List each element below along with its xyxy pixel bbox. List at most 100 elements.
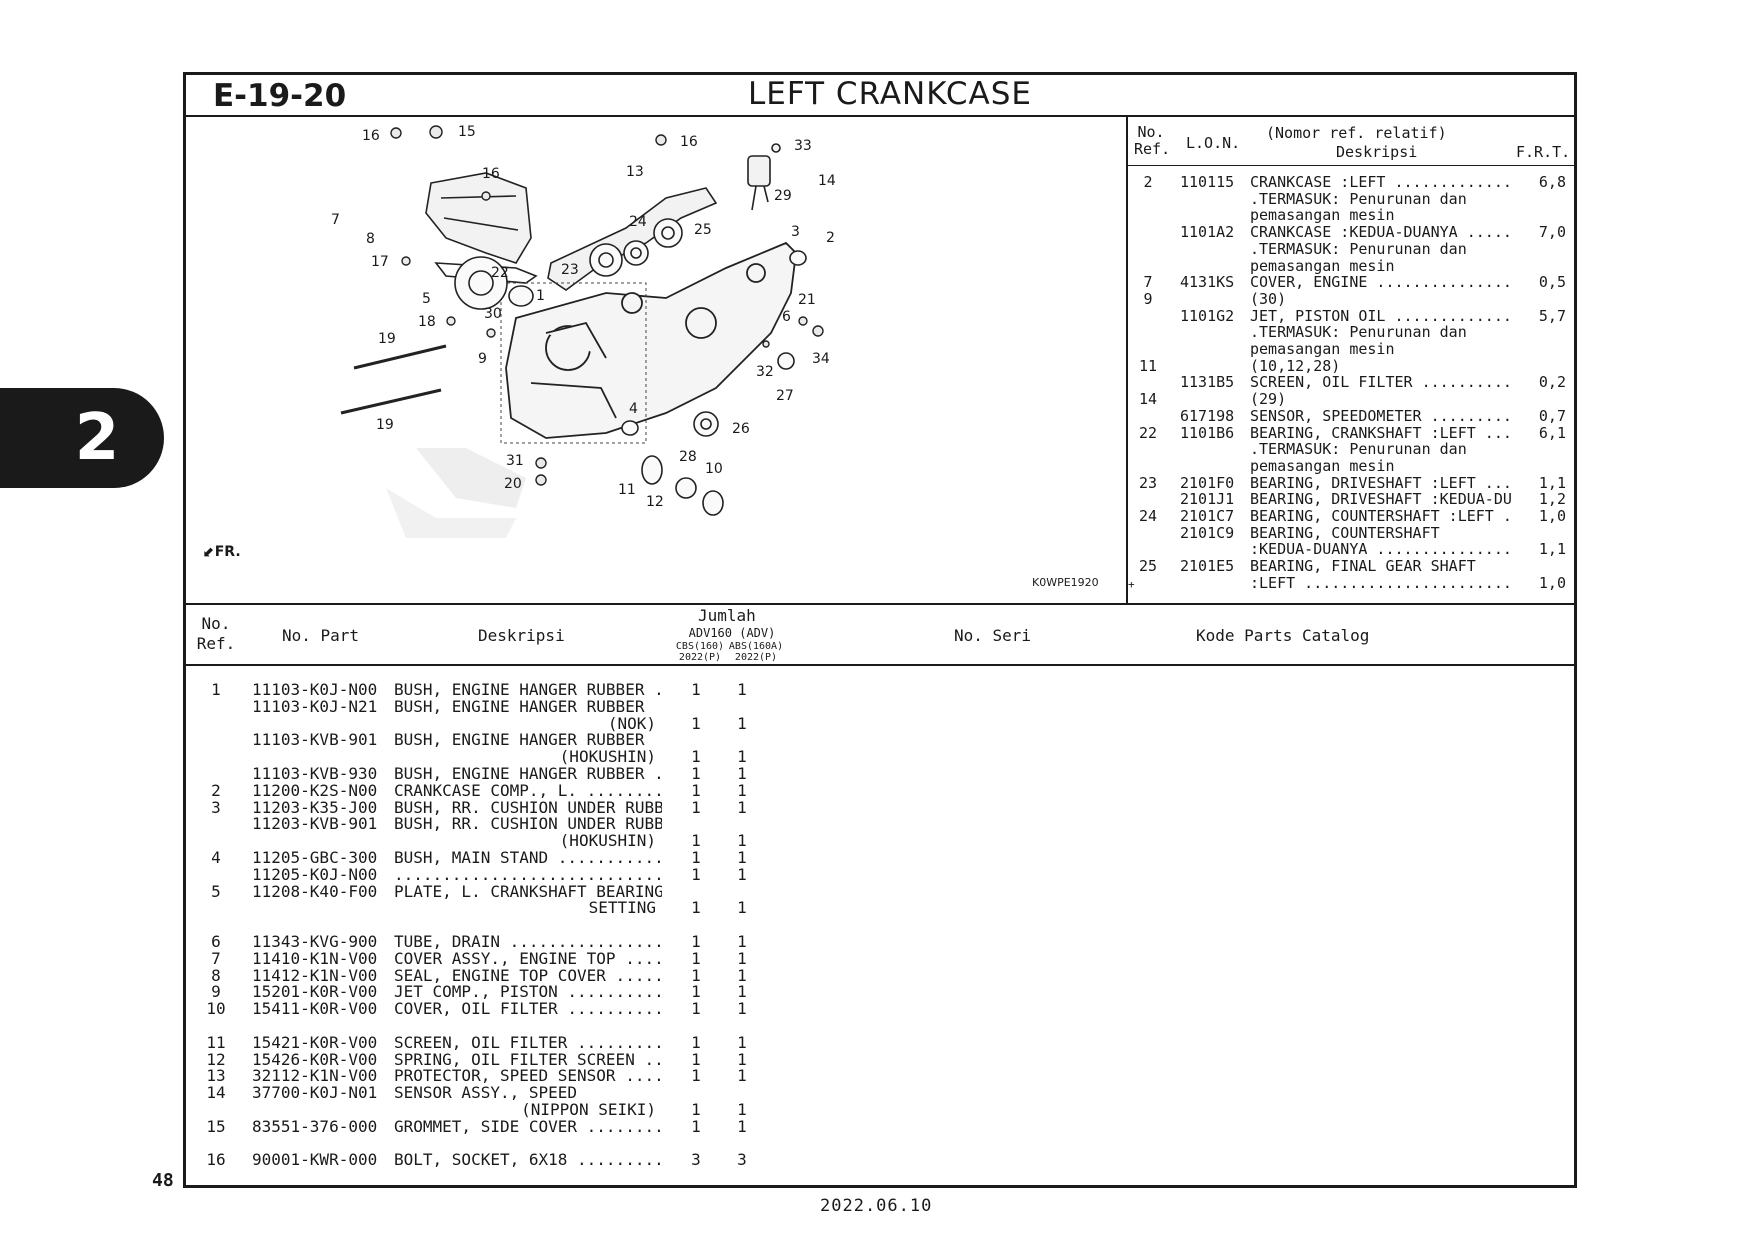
part-number: 11205-GBC-300 — [252, 848, 378, 867]
lon-desc: BEARING, DRIVESHAFT :KEDUA-DUANYA. — [1250, 491, 1512, 508]
exploded-diagram: 16 15 16 33 16 13 14 29 7 8 24 25 3 2 17… — [331, 124, 836, 538]
qty-cbs: 1 — [691, 797, 701, 817]
lon-desc: pemasangan mesin — [1250, 457, 1395, 475]
qty-abs: 1 — [737, 797, 747, 817]
stud-bolts — [340, 344, 447, 415]
part-desc: BUSH, ENGINE HANGER RUBBER .... — [394, 682, 662, 699]
parts-col-year2: 2022(P) — [734, 652, 778, 663]
svg-text:3: 3 — [791, 224, 800, 240]
qty-abs: 1 — [737, 932, 747, 951]
lon-frt: 0,2 — [1538, 373, 1566, 392]
part-desc-note: (NOK) — [607, 713, 656, 733]
part-ref: 6 — [211, 932, 221, 951]
lon-header-divider — [1127, 165, 1577, 166]
svg-text:23: 23 — [561, 262, 579, 278]
detail-box — [500, 282, 647, 444]
bearings — [454, 218, 807, 516]
qty-abs: 1 — [737, 864, 747, 884]
lon-desc: .TERMASUK: Penurunan dan — [1250, 441, 1467, 458]
qty-cbs: 1 — [691, 680, 701, 699]
svg-text:25: 25 — [694, 222, 712, 238]
lon-code: 4131KS — [1180, 273, 1235, 292]
lon-frt: 0,7 — [1538, 406, 1566, 425]
svg-text:6: 6 — [782, 309, 791, 325]
part-desc: BOLT, SOCKET, 6X18 ............ — [394, 1152, 662, 1170]
lon-code: 2101C7 — [1180, 507, 1235, 525]
lon-ref: 9 — [1143, 289, 1153, 308]
speed-sensor — [747, 143, 781, 211]
part-desc: BUSH, MAIN STAND .............. — [394, 850, 662, 867]
svg-text:16: 16 — [362, 128, 380, 144]
part-ref: 7 — [211, 948, 221, 968]
svg-text:4: 4 — [629, 401, 638, 417]
qty-abs: 1 — [737, 982, 747, 1002]
lon-code: 1101G2 — [1180, 306, 1235, 325]
part-number: 83551-376-000 — [252, 1116, 378, 1136]
part-ref: 13 — [206, 1066, 226, 1086]
svg-text:31: 31 — [506, 453, 524, 469]
lon-ref: 25 — [1138, 557, 1158, 576]
parts-col-desc: Deskripsi — [478, 626, 565, 645]
parts-col-var2: ABS(160A) — [728, 641, 784, 652]
lon-desc: .TERMASUK: Penurunan dan — [1250, 240, 1467, 258]
lon-ref-line2: Ref. — [1134, 140, 1171, 158]
svg-text:32: 32 — [756, 364, 774, 380]
parts-col-serial: No. Seri — [954, 626, 1032, 645]
qty-abs: 1 — [737, 1116, 747, 1136]
svg-text:19: 19 — [376, 417, 394, 433]
part-desc: BUSH, ENGINE HANGER RUBBER — [394, 732, 645, 750]
lon-ref: 23 — [1138, 473, 1158, 492]
part-desc: JET COMP., PISTON ............ — [394, 984, 662, 1002]
svg-text:12: 12 — [646, 494, 664, 510]
parts-col-model: ADV160 (ADV) — [688, 626, 776, 640]
chapter-tab[interactable]: 2 — [0, 388, 164, 488]
part-number: 11203-KVB-901 — [252, 814, 378, 834]
qty-abs: 1 — [737, 1049, 747, 1069]
parts-col-var1: CBS(160) — [675, 641, 725, 652]
part-ref: 14 — [206, 1083, 226, 1103]
lon-code: 1101B6 — [1180, 423, 1235, 442]
part-desc-note: (NIPPON SEIKI) — [521, 1100, 656, 1119]
lon-plus-mark: + — [1128, 578, 1135, 591]
page-number: 48 — [152, 1170, 174, 1191]
lon-desc: COVER, ENGINE ................... — [1250, 274, 1512, 291]
svg-text:14: 14 — [818, 173, 836, 189]
diagram-code: K0WPE1920 — [1032, 576, 1099, 589]
part-desc: SCREEN, OIL FILTER ............ — [394, 1034, 662, 1052]
lon-desc: (10,12,28) — [1250, 357, 1341, 375]
section-code: E-19-20 — [213, 78, 347, 114]
qty-abs: 1 — [737, 713, 747, 733]
lon-desc: .TERMASUK: Penurunan dan — [1250, 190, 1467, 208]
part-ref: 9 — [211, 982, 221, 1002]
lon-frt: 1,0 — [1538, 507, 1566, 525]
lon-code: 2101C9 — [1180, 523, 1235, 542]
front-arrow-icon: ⬋FR. — [203, 544, 241, 560]
lon-code: 617198 — [1180, 406, 1235, 425]
qty-cbs: 1 — [691, 1116, 701, 1136]
lon-frt: 1,1 — [1538, 473, 1566, 492]
parts-col-qty: Jumlah — [698, 606, 756, 625]
qty-abs: 1 — [737, 1032, 747, 1052]
lon-frt: 1,0 — [1538, 573, 1566, 592]
part-desc: BUSH, ENGINE HANGER RUBBER — [394, 698, 645, 716]
svg-text:16: 16 — [482, 166, 500, 182]
lon-desc: (29) — [1250, 391, 1287, 408]
qty-cbs: 1 — [691, 999, 701, 1019]
lon-col-lon: L.O.N. — [1186, 134, 1241, 152]
part-desc: BUSH, RR. CUSHION UNDER RUBBER — [394, 816, 662, 834]
crankcase-body — [505, 241, 797, 439]
header-divider — [183, 115, 1577, 117]
svg-text:30: 30 — [484, 306, 502, 322]
lon-ref: 14 — [1138, 390, 1158, 409]
lon-desc: BEARING, COUNTERSHAFT — [1250, 524, 1440, 542]
qty-cbs: 1 — [691, 780, 701, 800]
parts-col-ref: No. Ref. — [196, 614, 236, 654]
parts-header-divider — [183, 664, 1577, 666]
svg-text:26: 26 — [732, 421, 750, 437]
qty-cbs: 1 — [691, 1049, 701, 1069]
svg-text:29: 29 — [774, 188, 792, 204]
svg-text:13: 13 — [626, 164, 644, 180]
qty-abs: 1 — [737, 965, 747, 985]
qty-abs: 1 — [737, 1066, 747, 1086]
lon-frt: 1,1 — [1538, 540, 1566, 559]
